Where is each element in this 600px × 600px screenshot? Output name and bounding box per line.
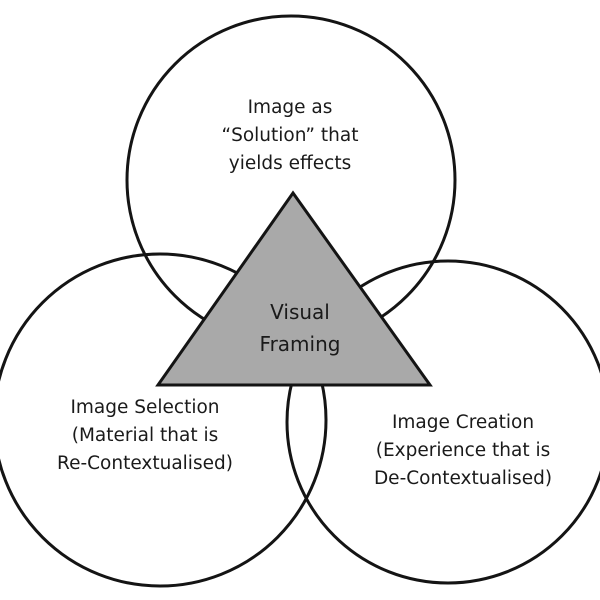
top-circle-line-2: “Solution” that xyxy=(221,125,359,146)
center-triangle xyxy=(155,190,433,387)
right-circle-line-3: De-Contextualised) xyxy=(373,468,553,489)
right-circle-line-2: (Experience that is xyxy=(375,440,551,461)
left-circle-line-1: Image Selection xyxy=(70,397,220,418)
top-circle-label: Image as “Solution” that yields effects xyxy=(190,94,390,178)
right-circle xyxy=(285,259,600,585)
center-line-1: Visual xyxy=(270,300,330,324)
left-circle-label: Image Selection (Material that is Re-Con… xyxy=(40,394,250,478)
top-circle-line-1: Image as xyxy=(247,97,333,118)
left-circle-line-2: (Material that is xyxy=(71,425,219,446)
center-line-2: Framing xyxy=(259,332,341,356)
right-circle-label: Image Creation (Experience that is De-Co… xyxy=(358,409,568,493)
right-circle-line-1: Image Creation xyxy=(391,412,535,433)
center-triangle-label: Visual Framing xyxy=(225,296,375,360)
top-circle-line-3: yields effects xyxy=(228,153,352,174)
left-circle-line-3: Re-Contextualised) xyxy=(57,453,233,474)
left-circle xyxy=(0,252,328,588)
